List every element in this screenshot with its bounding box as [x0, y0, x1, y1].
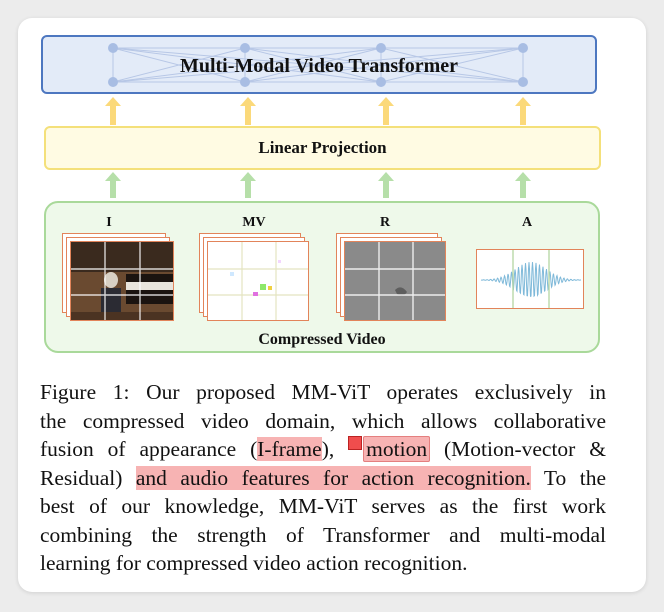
- modality-label-a: A: [521, 215, 533, 230]
- token-node: [376, 43, 386, 53]
- projection-arrows: [105, 97, 531, 125]
- arrow-up-icon: [105, 97, 121, 125]
- token-node: [108, 43, 118, 53]
- projection-box: Linear Projection: [44, 126, 601, 170]
- transformer-box: Multi-Modal Video Transformer: [41, 35, 597, 94]
- caption-text: fusion of appearance (: [40, 437, 258, 461]
- arrow-up-icon: [105, 172, 121, 198]
- figure-diagram: Multi-Modal Video Transformer Linear Pro…: [41, 35, 601, 353]
- caption-line: fusion of appearance (I-frame), motion (…: [40, 435, 606, 464]
- highlight-motion[interactable]: motion: [363, 436, 431, 462]
- caption-line: the compressed video domain, which allow…: [40, 408, 606, 433]
- arrow-up-icon: [515, 172, 531, 198]
- attention-graph: [108, 43, 528, 87]
- comment-note-icon[interactable]: [348, 436, 363, 450]
- token-node: [518, 43, 528, 53]
- arrow-up-icon: [515, 97, 531, 125]
- caption-line: Residual) and audio features for action …: [40, 464, 606, 493]
- transformer-title: Multi-Modal Video Transformer: [179, 55, 459, 77]
- compressed-video-title: Compressed Video: [258, 331, 386, 348]
- compressed-video-box: I MV R A: [44, 201, 600, 353]
- modality-label-i: I: [106, 215, 112, 230]
- arrow-up-icon: [378, 97, 394, 125]
- modality-label-mv: MV: [242, 215, 266, 230]
- arrow-up-icon: [378, 172, 394, 198]
- iframe-image: [70, 241, 174, 321]
- token-node: [240, 77, 250, 87]
- figure-caption: Figure 1: Our proposed MM-ViT operates e…: [40, 378, 606, 578]
- caption-line: best of our knowledge, MM-ViT serves as …: [40, 494, 606, 518]
- residual-image: [344, 241, 446, 321]
- projection-title: Linear Projection: [258, 138, 387, 157]
- caption-line: learning for compressed video action rec…: [40, 551, 468, 575]
- caption-line: combining the strength of Transformer an…: [40, 522, 606, 547]
- caption-text: (Motion-vector &: [430, 437, 606, 461]
- token-nodes: [108, 43, 528, 87]
- mv-image: [207, 241, 309, 321]
- caption-text: Residual): [40, 465, 136, 490]
- attention-edges: [112, 47, 524, 83]
- highlight-audio-features[interactable]: and audio features for action recognitio…: [135, 465, 531, 490]
- highlight-iframe[interactable]: I-frame: [257, 437, 322, 461]
- caption-text: To the: [530, 465, 606, 490]
- arrow-up-icon: [240, 97, 256, 125]
- arrow-up-icon: [240, 172, 256, 198]
- caption-line: Figure 1: Our proposed MM-ViT operates e…: [40, 380, 606, 404]
- modality-label-r: R: [379, 215, 391, 230]
- token-node: [108, 77, 118, 87]
- audio-waveform: [476, 249, 584, 309]
- embedding-arrows: [105, 172, 531, 198]
- token-node: [518, 77, 528, 87]
- token-node: [376, 77, 386, 87]
- caption-text: ),: [321, 437, 349, 461]
- token-node: [240, 43, 250, 53]
